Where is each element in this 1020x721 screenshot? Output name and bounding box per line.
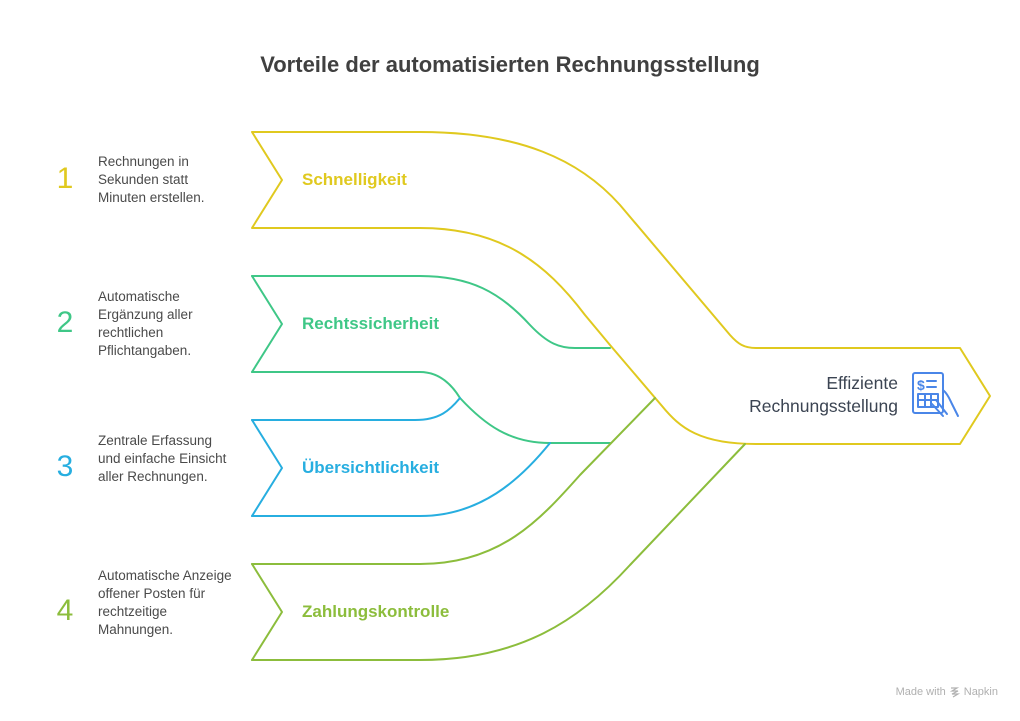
diagram-title: Vorteile der automatisierten Rechnungsst…: [260, 52, 760, 77]
band-rechtssicherheit-left: [251, 275, 283, 373]
item-number-2: 2: [56, 306, 74, 339]
item-label-schnelligkeit: Schnelligkeit: [302, 170, 407, 189]
invoice-hand-icon: $: [912, 372, 959, 417]
svg-text:$: $: [917, 377, 925, 393]
band-uebersichtlichkeit-top: [251, 397, 461, 421]
band-uebersichtlichkeit-bottom: [251, 442, 551, 517]
band-zahlungskontrolle-left: [251, 563, 283, 661]
item-label-rechtssicherheit: Rechtssicherheit: [302, 314, 439, 333]
item-label-zahlungskontrolle: Zahlungskontrolle: [302, 602, 450, 621]
item-description-2: Automatische Ergänzung aller rechtlichen…: [98, 289, 193, 358]
band-uebersichtlichkeit-left: [251, 419, 283, 517]
band-rechtssicherheit-bottom: [251, 371, 611, 444]
napkin-logo-icon: [949, 687, 960, 698]
band-schnelligkeit-top: [251, 131, 991, 445]
result-label-line2: Rechnungsstellung: [749, 396, 898, 416]
made-with-text: Made with: [895, 686, 946, 698]
made-with-napkin: Made with Napkin: [896, 686, 998, 698]
item-description-1: Rechnungen in Sekunden statt Minuten ers…: [98, 154, 205, 205]
band-rechtssicherheit-top: [251, 275, 611, 349]
result-label: Effiziente Rechnungsstellung: [749, 372, 898, 418]
item-label-uebersichtlichkeit: Übersichtlichkeit: [302, 458, 439, 477]
band-zahlungskontrolle-top: [251, 397, 656, 565]
item-number-4: 4: [56, 594, 74, 627]
napkin-brand: Napkin: [963, 686, 998, 698]
item-description-3: Zentrale Erfassung und einfache Einsicht…: [98, 433, 227, 484]
item-number-1: 1: [56, 162, 74, 195]
band-zahlungskontrolle-bottom: [251, 443, 746, 661]
result-label-line1: Effiziente: [826, 373, 898, 393]
item-description-4: Automatische Anzeige offener Posten für …: [98, 568, 232, 637]
item-number-3: 3: [56, 450, 74, 483]
